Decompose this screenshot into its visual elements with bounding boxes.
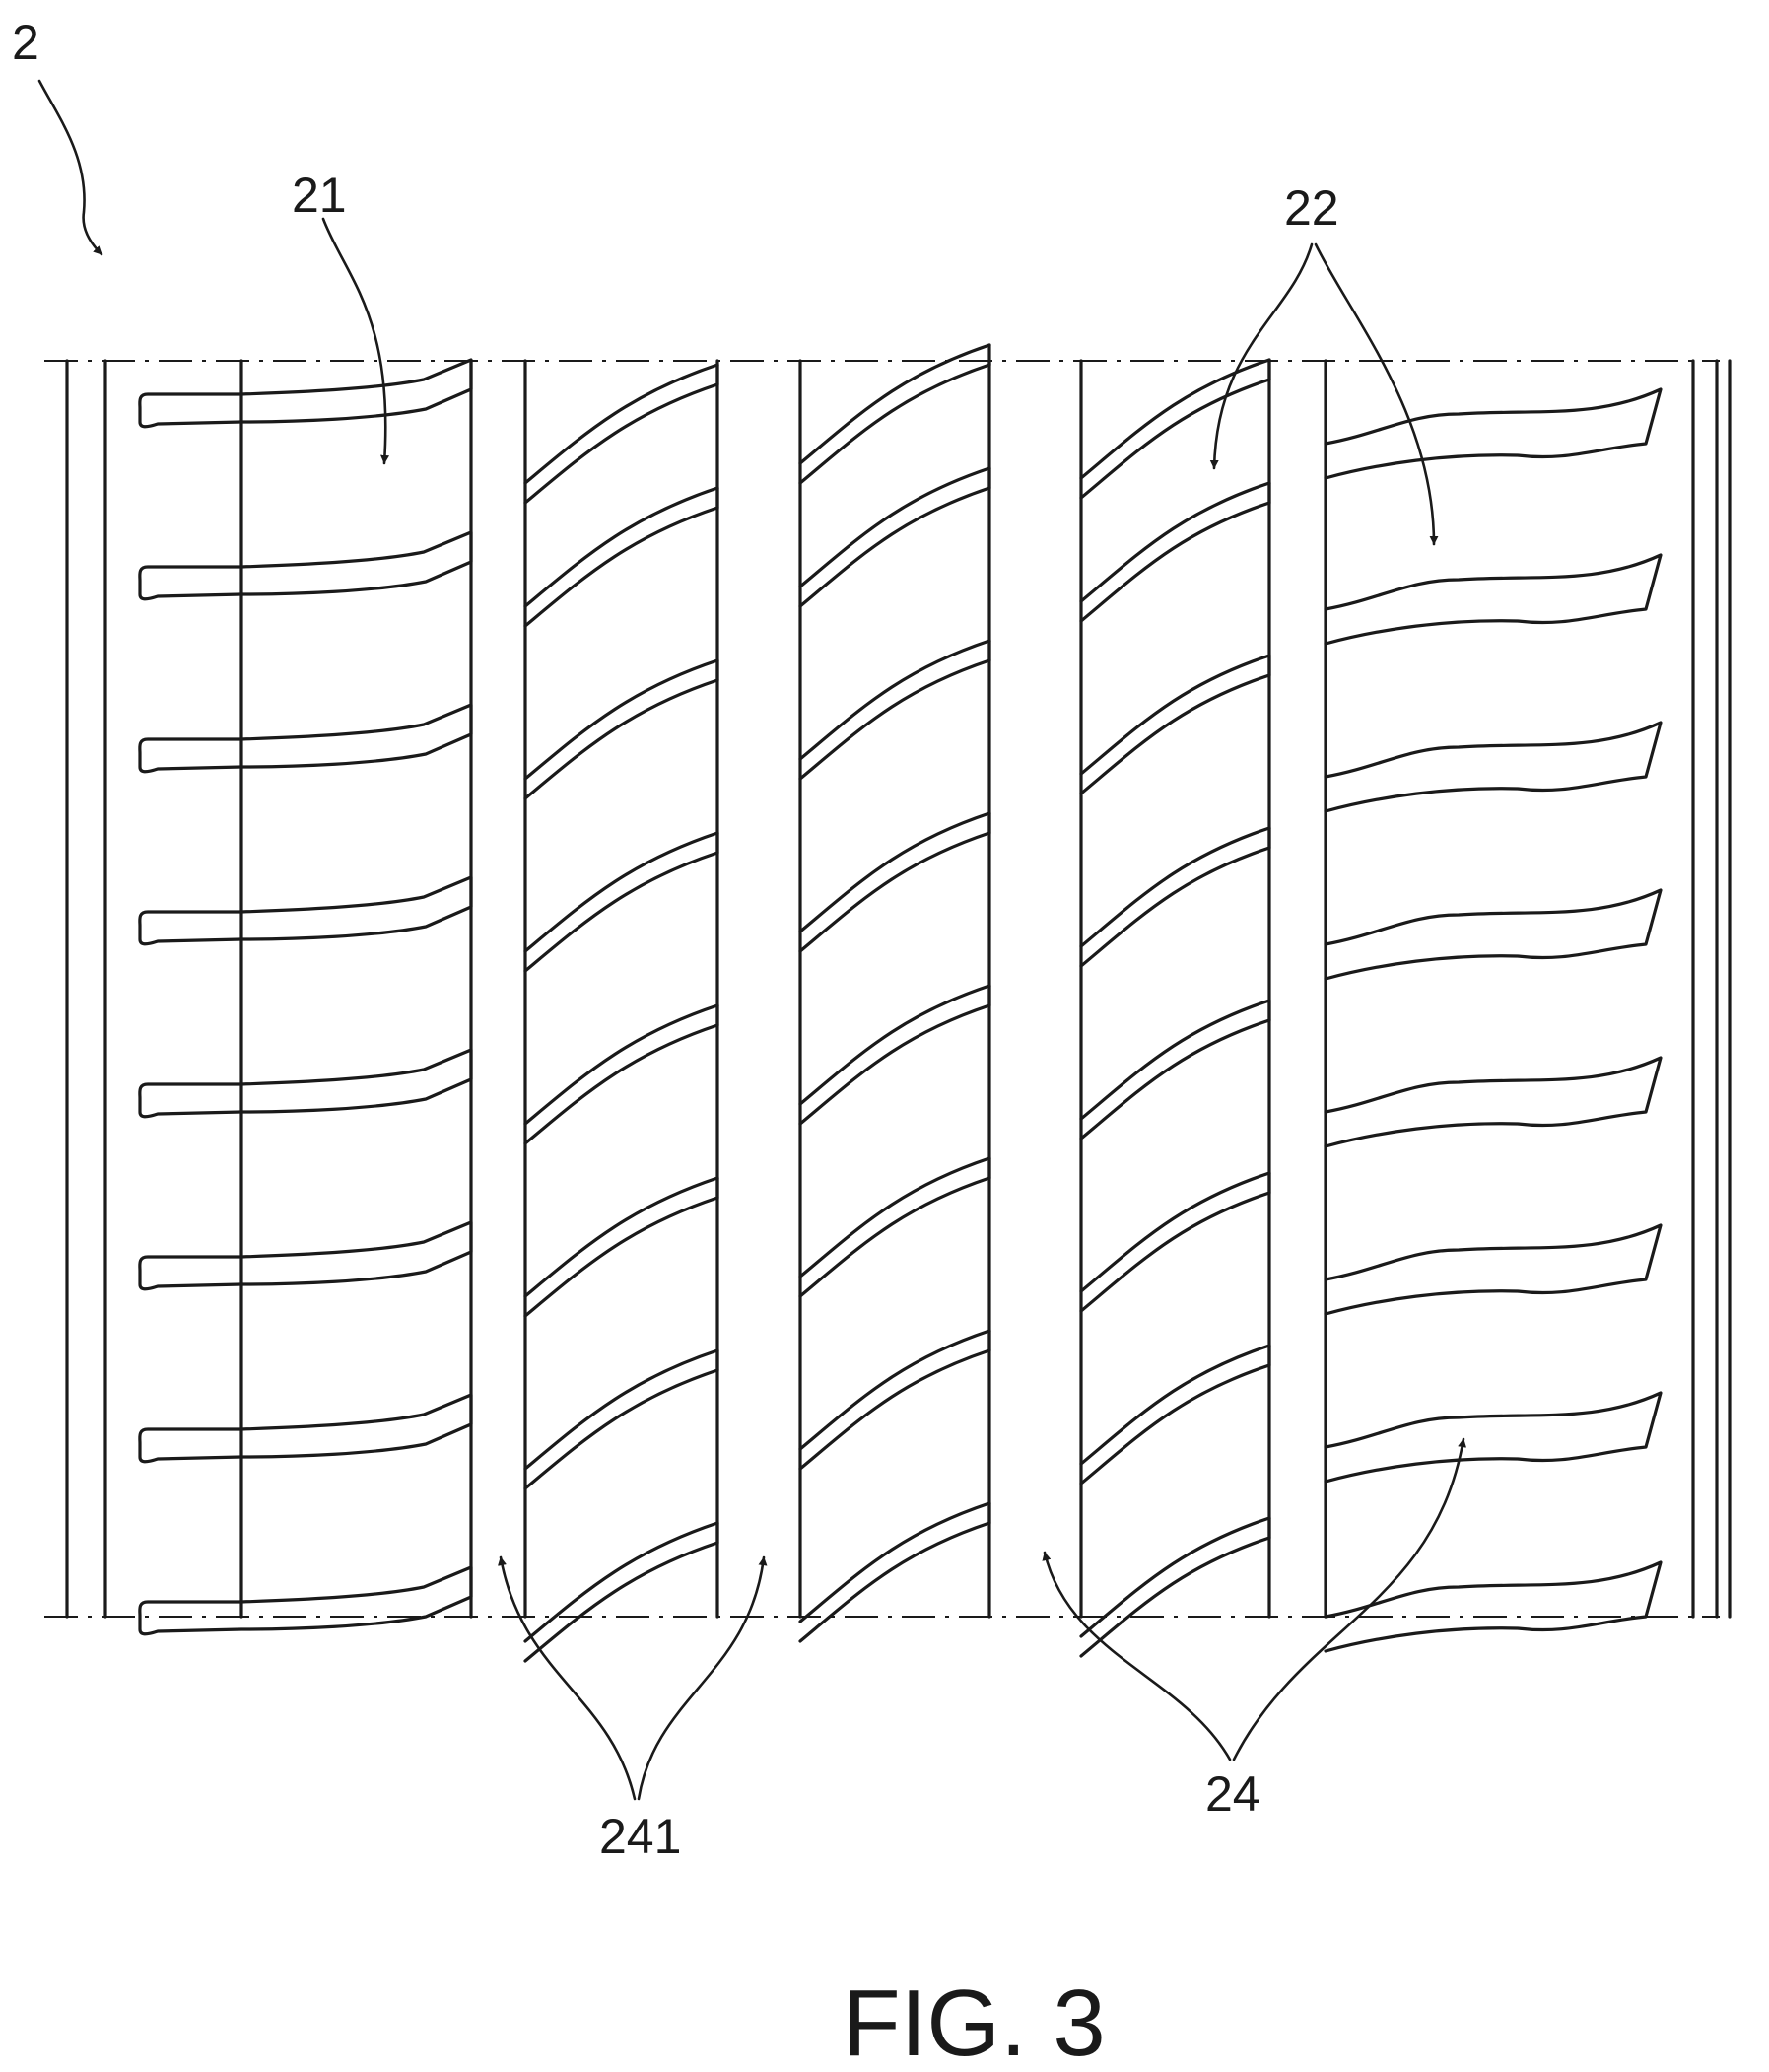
diagonal-sipe-edge [800,813,989,932]
diagonal-sipe-edge [1081,483,1269,601]
center-rib-2-sipes [800,345,989,1641]
arrow-241-left [501,1557,635,1799]
diagonal-sipe-edge [525,1350,717,1469]
diagonal-sipe-edge [1081,503,1269,621]
label-blocks-22: 22 [1284,180,1339,236]
diagonal-sipe-edge [1081,848,1269,966]
diagonal-sipe-edge [800,1005,989,1124]
diagonal-sipe-edge [1081,675,1269,794]
diagonal-sipe-edge [1081,1001,1269,1119]
diagonal-sipe-edge [800,488,989,606]
diagonal-sipe-edge [525,508,717,626]
diagonal-sipe-edge [1081,1365,1269,1484]
diagonal-sipe-edge [800,1178,989,1296]
diagonal-sipe-edge [1081,656,1269,774]
diagonal-sipe-edge [525,1005,717,1124]
diagonal-sipe-edge [1081,1518,1269,1636]
right-shoulder-slot [1326,1225,1661,1314]
diagonal-sipe-edge [1081,1346,1269,1464]
diagonal-sipe-edge [800,660,989,779]
diagonal-sipe-edge [525,660,717,779]
left-shoulder-slot [140,705,471,772]
diagonal-sipe-edge [1081,828,1269,946]
diagonal-sipe-edge [525,384,717,503]
label-tire-2: 2 [12,15,39,70]
diagonal-sipe-edge [525,365,717,483]
left-shoulder-slot [140,1222,471,1289]
diagonal-sipe-edge [1081,380,1269,498]
center-rib-1-sipes [525,365,717,1661]
diagonal-sipe-edge [800,1158,989,1277]
diagonal-sipe-edge [800,365,989,483]
diagonal-sipe-edge [525,833,717,951]
diagonal-sipe-edge [1081,1173,1269,1291]
right-shoulder-slot [1326,555,1661,644]
center-rib-3-sipes [1081,360,1269,1656]
right-shoulder-slot [1326,1562,1661,1651]
right-shoulder-slots [1326,389,1661,1651]
arrow-241-right [639,1557,764,1799]
left-shoulder-slot [140,360,471,427]
label-grooves-24: 24 [1205,1766,1260,1822]
left-shoulder-slot [140,877,471,944]
diagonal-sipe-edge [525,853,717,971]
diagonal-sipe-edge [525,1025,717,1143]
diagonal-sipe-edge [800,641,989,759]
diagonal-sipe-edge [525,1178,717,1296]
diagonal-sipe-edge [525,680,717,798]
right-shoulder-slot [1326,1058,1661,1146]
left-shoulder-slot [140,532,471,599]
arrow-21 [323,219,385,463]
label-groove-walls-241: 241 [599,1809,681,1864]
diagonal-sipe-edge [525,1370,717,1488]
diagonal-sipe-edge [800,1350,989,1469]
right-shoulder-slot [1326,890,1661,979]
diagonal-sipe-edge [800,1331,989,1449]
diagonal-sipe-edge [1081,1538,1269,1656]
right-shoulder-slot [1326,1393,1661,1482]
right-shoulder-slot [1326,723,1661,811]
left-shoulder-slot [140,1395,471,1462]
diagonal-sipe-edge [800,345,989,463]
diagonal-sipe-edge [525,1543,717,1661]
diagonal-sipe-edge [1081,1193,1269,1311]
diagonal-sipe-edge [800,1523,989,1641]
arrow-22-left [1214,244,1312,468]
right-shoulder-slot [1326,389,1661,478]
diagonal-sipe-edge [800,833,989,951]
diagonal-sipe-edge [525,488,717,606]
diagonal-sipe-edge [800,468,989,587]
diagonal-sipe-edge [525,1198,717,1316]
figure-caption: FIG. 3 [843,1970,1106,2072]
diagonal-sipe-edge [800,1503,989,1622]
label-shoulder-21: 21 [292,168,347,223]
diagonal-sipe-edge [525,1523,717,1641]
rib-edges [67,361,1730,1617]
arrow-2 [39,81,102,254]
diagonal-sipe-edge [1081,1020,1269,1139]
diagonal-sipe-edge [800,986,989,1104]
arrow-22-right [1316,244,1434,544]
left-shoulder-slots [140,360,471,1634]
diagonal-sipe-edge [1081,360,1269,478]
left-shoulder-slot [140,1567,471,1634]
left-shoulder-slot [140,1050,471,1117]
arrow-24-left [1045,1553,1230,1760]
